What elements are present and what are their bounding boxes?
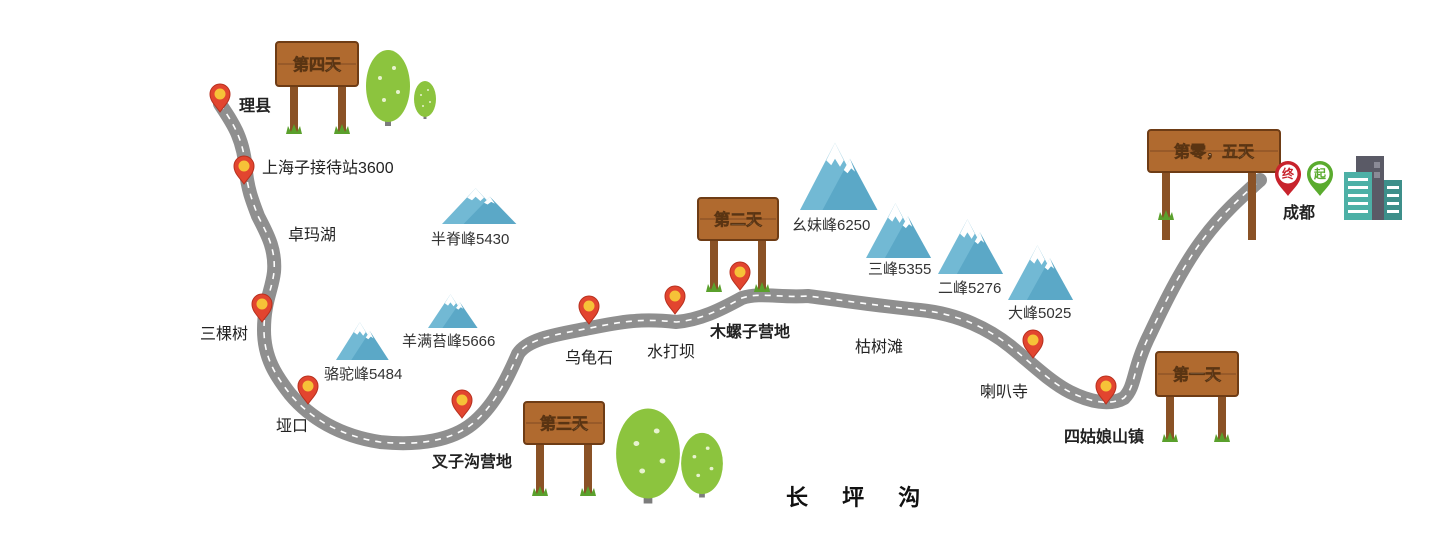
mountain-icon <box>866 203 932 258</box>
wooden-sign-day4: 第四天 <box>275 41 359 134</box>
place-label-labasi: 喇叭寺 <box>980 384 1029 401</box>
peak-label-erfeng: 二峰5276 <box>938 280 1002 297</box>
place-label-lixian: 理县 <box>239 98 272 115</box>
place-label-yakou: 垭口 <box>276 418 309 435</box>
peak-label-yaomeifeng: 幺妹峰6250 <box>792 217 871 234</box>
place-label-siguniang: 四姑娘山镇 <box>1064 429 1145 446</box>
wooden-sign-day05: 第零，五天 <box>1147 129 1281 240</box>
mountain-icon <box>428 294 478 328</box>
place-label-chengdu: 成都 <box>1283 205 1316 222</box>
mountain-icon <box>336 322 389 360</box>
map-pin-icon[interactable] <box>664 285 686 315</box>
place-label-chazigou: 叉子沟营地 <box>432 454 513 471</box>
mountain-icon <box>800 142 878 210</box>
place-label-zhuomahu: 卓玛湖 <box>288 227 337 244</box>
sign-text: 第二天 <box>714 210 763 229</box>
mountain-icon <box>938 219 1004 274</box>
peak-label-dafeng: 大峰5025 <box>1008 305 1072 322</box>
city-buildings-icon <box>1344 156 1402 220</box>
place-label-shuidaba: 水打坝 <box>647 344 696 361</box>
peak-label-luotuofeng: 骆驼峰5484 <box>324 366 403 383</box>
peak-label-yangmantai: 羊满苔峰5666 <box>402 333 496 350</box>
wooden-sign-day2: 第二天 <box>697 197 779 292</box>
map-title: 长 坪 沟 <box>786 485 935 510</box>
tree-icon <box>364 48 412 128</box>
tree-icon <box>616 409 680 504</box>
end-badge-label: 终 <box>1282 166 1295 181</box>
place-label-kushutan: 枯树滩 <box>855 339 904 356</box>
map-pin-icon[interactable] <box>729 261 751 291</box>
wooden-sign-day1: 第一天 <box>1155 351 1239 442</box>
place-label-sankeshu: 三棵树 <box>200 326 249 343</box>
tree-icon <box>413 80 437 120</box>
sign-text: 第四天 <box>293 55 342 74</box>
peak-label-sanfeng: 三峰5355 <box>868 261 932 278</box>
place-label-shanghaizi: 上海子接待站3600 <box>262 160 394 177</box>
wooden-sign-day3: 第三天 <box>523 401 605 496</box>
sign-text: 第一天 <box>1173 365 1222 384</box>
start-badge-label: 起 <box>1313 166 1327 181</box>
sign-text: 第零，五天 <box>1174 142 1255 161</box>
tree-icon <box>679 431 725 499</box>
map-pin-icon[interactable] <box>451 389 473 419</box>
start-badge: 起 <box>1307 161 1333 196</box>
sign-text: 第三天 <box>540 414 589 433</box>
mountain-icon <box>442 188 517 224</box>
peak-label-banjifeng: 半脊峰5430 <box>431 231 510 248</box>
end-badge: 终 <box>1275 161 1301 196</box>
place-label-muluozi: 木螺子营地 <box>710 324 791 341</box>
mountain-icon <box>1008 245 1074 300</box>
place-label-wuguishi: 乌龟石 <box>565 350 614 367</box>
